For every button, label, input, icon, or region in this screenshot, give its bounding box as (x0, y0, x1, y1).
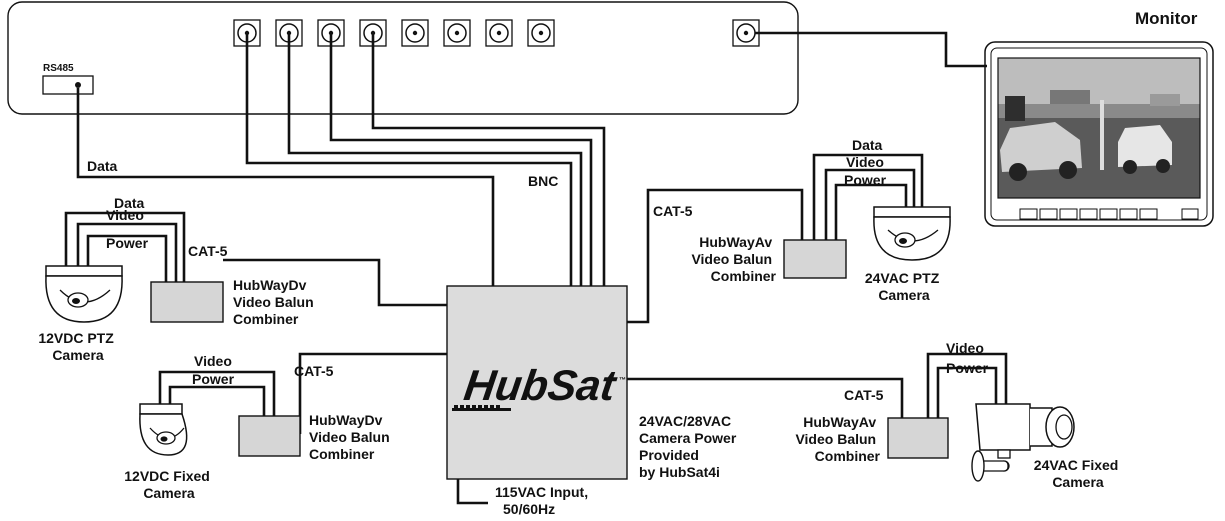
power-input-cable (458, 478, 488, 503)
bnc-connector-6 (444, 20, 470, 46)
video-label-fixed24: Video (946, 340, 984, 356)
data-label-ptz24: Data (852, 137, 883, 153)
power-input-note: 115VAC Input, 50/60Hz (495, 484, 592, 517)
cat5-label-dv-top: CAT-5 (188, 243, 228, 259)
video-label-ptz24: Video (846, 154, 884, 170)
rs485-data-cable (78, 88, 493, 286)
power-label-fixed12: Power (192, 371, 235, 387)
camera-fixed-12vdc (140, 404, 187, 455)
bnc-connector-7 (486, 20, 512, 46)
camera-fixed-12vdc-label: 12VDC Fixed Camera (124, 468, 213, 501)
camera-ptz-12vdc-label: 12VDC PTZ Camera (38, 330, 117, 363)
power-label-ptz24: Power (844, 172, 887, 188)
balun-dv-top (151, 282, 223, 322)
camera-fixed-24vac-label: 24VAC Fixed Camera (1034, 457, 1122, 490)
balun-av-bottom-label: HubWayAv Video Balun Combiner (795, 414, 880, 464)
balun-av-top-label: HubWayAv Video Balun Combiner (691, 234, 776, 284)
cat5-label-av-bottom: CAT-5 (844, 387, 884, 403)
video-label-fixed12: Video (194, 353, 232, 369)
balun-dv-bottom (239, 416, 300, 456)
balun-av-top (784, 240, 846, 278)
data-label-main: Data (87, 158, 118, 174)
monitor-label: Monitor (1135, 9, 1198, 28)
bnc-connector-8 (528, 20, 554, 46)
rs485-label: RS485 (43, 63, 74, 74)
camera-power-note: 24VAC/28VAC Camera Power Provided by Hub… (639, 413, 740, 480)
monitor: Monitor (985, 9, 1213, 226)
dvr-unit: RS485 (8, 2, 798, 114)
power-label-fixed24: Power (946, 360, 989, 376)
camera-ptz-24vac-label: 24VAC PTZ Camera (865, 270, 943, 303)
power-line-fixed12 (170, 387, 264, 416)
hubsat-unit: HubSat ™ (447, 286, 627, 479)
bnc-connector-5 (402, 20, 428, 46)
hubsat-logo: HubSat (461, 362, 620, 410)
video-label-ptz12: Video (106, 207, 144, 223)
bnc-label: BNC (528, 173, 558, 189)
camera-ptz-24vac (874, 207, 950, 260)
balun-dv-top-label: HubWayDv Video Balun Combiner (233, 277, 318, 327)
cat5-label-av-top: CAT-5 (653, 203, 693, 219)
balun-av-bottom (888, 418, 948, 458)
hubsat-trademark: ™ (619, 377, 626, 384)
balun-dv-bottom-label: HubWayDv Video Balun Combiner (309, 412, 394, 462)
power-label-ptz12: Power (106, 235, 149, 251)
monitor-screen (998, 58, 1200, 198)
camera-ptz-12vdc (46, 266, 122, 322)
cat5-label-dv-bottom: CAT-5 (294, 363, 334, 379)
